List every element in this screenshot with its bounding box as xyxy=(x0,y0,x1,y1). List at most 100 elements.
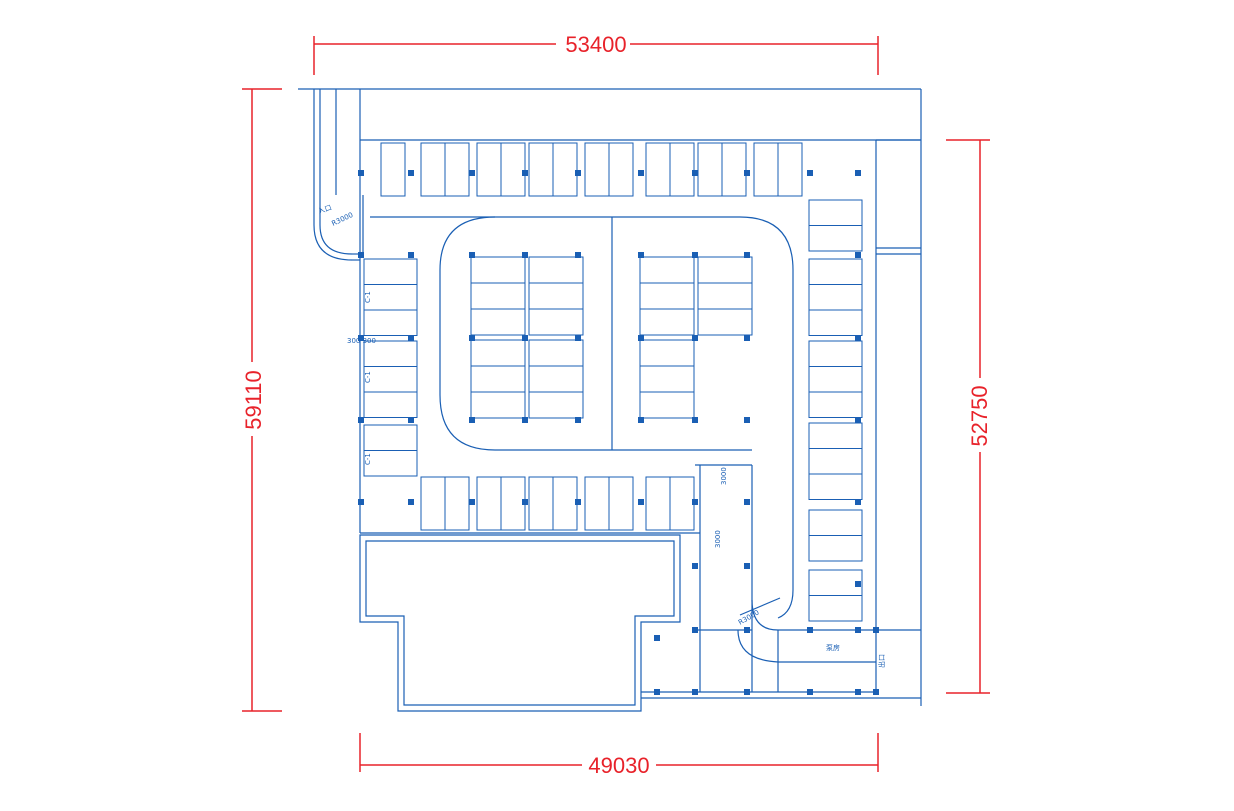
column-marker xyxy=(469,170,475,176)
column-marker xyxy=(744,417,750,423)
parking-stall xyxy=(639,282,695,310)
parking-stall xyxy=(476,142,502,197)
column-marker xyxy=(358,170,364,176)
lower-building-outline xyxy=(359,534,921,712)
parking-stall xyxy=(608,476,634,531)
parking-stall xyxy=(777,142,803,197)
parking-stall xyxy=(444,142,470,197)
column-marker xyxy=(638,170,644,176)
column-marker xyxy=(692,417,698,423)
column-marker xyxy=(744,627,750,633)
column-marker xyxy=(654,689,660,695)
ramp-width-label-2: 3000 xyxy=(714,530,722,548)
column-marker xyxy=(358,499,364,505)
parking-stall xyxy=(808,225,863,252)
column-marker xyxy=(408,252,414,258)
dimension-bottom: 49030 xyxy=(359,733,879,778)
parking-stall xyxy=(808,473,863,500)
parking-stall xyxy=(639,308,695,336)
parking-stall xyxy=(528,308,584,336)
parking-stall xyxy=(808,509,863,536)
column-marker xyxy=(358,335,364,341)
column-marker xyxy=(744,335,750,341)
exit-label: 出口 xyxy=(877,654,886,668)
column-marker xyxy=(469,417,475,423)
parking-stall xyxy=(697,308,753,336)
ramp-width-label: 3000 xyxy=(720,467,728,485)
column-marker xyxy=(855,335,861,341)
column-marker xyxy=(744,252,750,258)
pump-room-label: 泵房 xyxy=(826,643,840,652)
parking-stall xyxy=(528,256,584,284)
dimension-right: 52750 xyxy=(946,139,994,694)
parking-stall xyxy=(808,448,863,475)
parking-stall xyxy=(808,340,863,367)
column-marker xyxy=(575,499,581,505)
column-marker xyxy=(873,627,879,633)
column-marker xyxy=(855,689,861,695)
parking-stall xyxy=(470,365,526,393)
column-marker xyxy=(855,627,861,633)
dimension-top: 53400 xyxy=(313,32,879,75)
column-marker xyxy=(692,627,698,633)
parking-stall xyxy=(808,284,863,311)
column-marker xyxy=(692,170,698,176)
parking-stall xyxy=(380,142,406,197)
parking-stall xyxy=(808,309,863,336)
parking-stall xyxy=(363,258,418,285)
parking-stall xyxy=(470,282,526,310)
parking-stall xyxy=(444,476,470,531)
parking-stall xyxy=(552,476,578,531)
parking-stall xyxy=(470,256,526,284)
column-marker xyxy=(807,627,813,633)
parking-stall xyxy=(808,258,863,285)
column-marker xyxy=(744,499,750,505)
parking-stall xyxy=(363,424,418,451)
dimension-left: 59110 xyxy=(240,88,282,712)
parking-stall xyxy=(528,339,584,367)
parking-stall xyxy=(500,476,526,531)
parking-stall xyxy=(528,365,584,393)
column-marker xyxy=(575,335,581,341)
column-marker xyxy=(408,335,414,341)
column-marker xyxy=(692,689,698,695)
column-marker xyxy=(358,252,364,258)
parking-stall xyxy=(808,595,863,622)
parking-stall xyxy=(808,391,863,418)
parking-stall xyxy=(669,476,695,531)
column-marker xyxy=(692,563,698,569)
parking-stall xyxy=(753,142,779,197)
parking-stall xyxy=(363,450,418,477)
column-marker xyxy=(692,335,698,341)
stall-tag-2: C-1 xyxy=(364,371,372,383)
column-marker xyxy=(744,170,750,176)
parking-stalls xyxy=(363,142,863,622)
column-marker xyxy=(855,170,861,176)
column-marker xyxy=(522,417,528,423)
parking-stall xyxy=(697,142,723,197)
column-marker xyxy=(855,252,861,258)
structural-columns xyxy=(358,170,879,695)
parking-stall xyxy=(552,142,578,197)
parking-stall xyxy=(528,142,554,197)
dimension-bottom-label: 49030 xyxy=(588,753,649,778)
parking-stall xyxy=(808,535,863,562)
parking-stall xyxy=(697,282,753,310)
column-marker xyxy=(638,252,644,258)
parking-stall xyxy=(584,142,610,197)
parking-stall xyxy=(470,391,526,419)
parking-stall xyxy=(363,391,418,418)
parking-stall xyxy=(808,569,863,596)
column-marker xyxy=(575,417,581,423)
parking-stall xyxy=(808,366,863,393)
column-marker xyxy=(575,170,581,176)
parking-stall xyxy=(584,476,610,531)
column-marker xyxy=(807,689,813,695)
grid-dim-label: 300 300 xyxy=(347,337,376,345)
driving-aisle xyxy=(370,216,921,692)
column-marker xyxy=(744,563,750,569)
parking-stall xyxy=(808,422,863,449)
parking-stall xyxy=(363,309,418,336)
parking-stall xyxy=(639,391,695,419)
parking-stall xyxy=(645,476,671,531)
